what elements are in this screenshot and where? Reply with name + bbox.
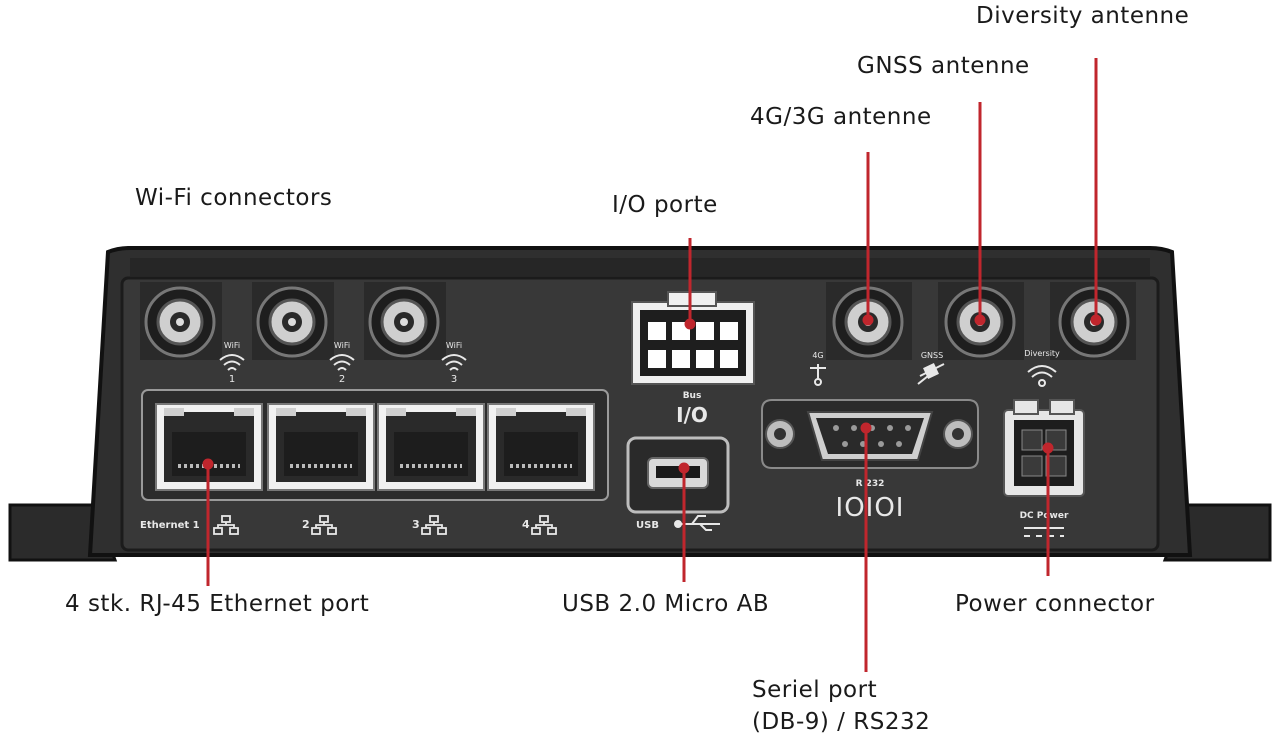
usb-label: USB [636, 520, 659, 531]
label-ethernet-port: 4 stk. RJ-45 Ethernet port [65, 591, 370, 617]
wifi-port-number: 2 [339, 374, 345, 385]
label-serial-port-line2: (DB-9) / RS232 [752, 709, 931, 735]
label-usb: USB 2.0 Micro AB [562, 591, 770, 617]
io-top-label: Bus [683, 391, 702, 401]
rs232-symbol: IOIOI [836, 493, 905, 523]
ethernet-port-label: 3 [412, 518, 420, 531]
wifi-port-label: WiFi [224, 341, 240, 350]
satellite-icon [917, 363, 945, 385]
label-io-porte: I/O porte [612, 192, 718, 218]
label-power-connector: Power connector [955, 591, 1155, 617]
io-label: I/O [676, 403, 708, 427]
leader-lines [202, 58, 1102, 672]
rs232-label: R 232 [856, 479, 885, 489]
rj45-port [487, 403, 595, 491]
wifi-port-label: WiFi [334, 341, 350, 350]
wifi-connector [140, 282, 222, 360]
network-icon [213, 515, 239, 535]
power-connector: DC Power [1003, 399, 1085, 537]
gnss-panel-label: GNSS [921, 351, 943, 360]
antenna-icon [810, 364, 826, 386]
wifi-port-number: 1 [229, 374, 235, 385]
dc-power-label: DC Power [1020, 511, 1069, 521]
diversity-panel-label: Diversity [1024, 349, 1060, 358]
rj45-port [377, 403, 485, 491]
usb-port: USB [626, 436, 730, 531]
wifi-icon [219, 354, 245, 371]
wifi-icon [329, 354, 355, 371]
network-icon [311, 515, 337, 535]
label-4g3g-antenne: 4G/3G antenne [750, 104, 932, 130]
wifi-connectors: WiFi WiFi WiFi 1 2 3 [140, 282, 467, 385]
label-wifi-connectors: Wi-Fi connectors [135, 185, 333, 211]
label-gnss-antenne: GNSS antenne [857, 53, 1030, 79]
label-serial-port-line1: Seriel port [752, 677, 878, 703]
ethernet-port-label: 2 [302, 518, 310, 531]
wifi-connector [364, 282, 446, 360]
wifi-port-label: WiFi [446, 341, 462, 350]
rj45-port [267, 403, 375, 491]
wifi-icon [441, 354, 467, 371]
label-diversity-antenne: Diversity antenne [976, 3, 1190, 29]
ethernet-ports: Ethernet 1 2 3 4 [140, 389, 609, 535]
wifi-port-number: 3 [451, 374, 457, 385]
ethernet-port-label: 4 [522, 518, 530, 531]
wifi-connector [252, 282, 334, 360]
network-icon [531, 515, 557, 535]
serial-port: R 232 IOIOI [761, 399, 979, 523]
dc-icon [1024, 527, 1064, 537]
cellular-panel-label: 4G [812, 351, 823, 360]
wifi-icon [1027, 365, 1057, 387]
network-icon [421, 515, 447, 535]
ethernet-port-label: Ethernet 1 [140, 520, 200, 531]
usb-icon [674, 515, 720, 531]
io-port: Bus I/O [631, 291, 755, 427]
